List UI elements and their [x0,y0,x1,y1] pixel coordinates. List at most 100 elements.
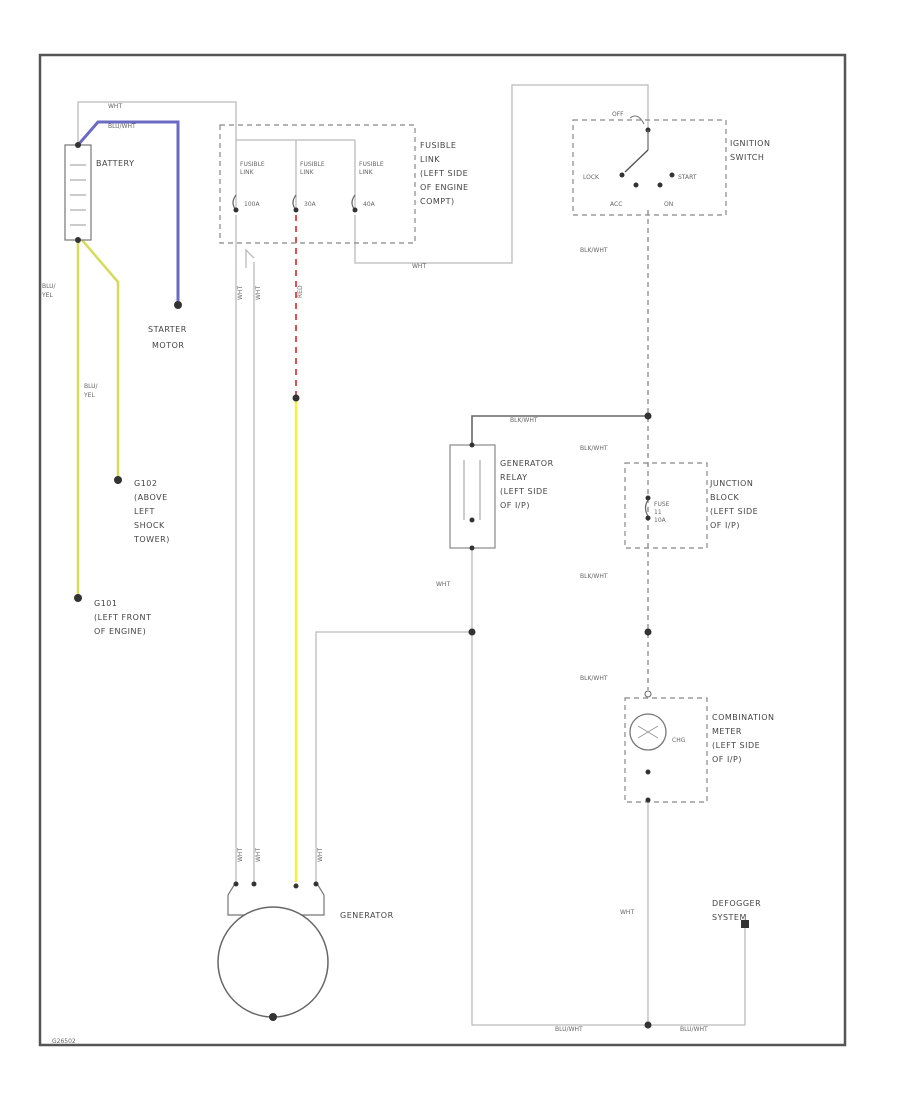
wire-label-blk-wht-3: BLK/WHT [580,445,608,452]
ground-g102-node [114,476,122,484]
wire-battery-to-starter [76,120,180,305]
generator-label: GENERATOR [340,911,394,920]
wire-label-blu-yel-1b: YEL [41,292,53,299]
fusible-link-label-1: FUSIBLE [420,141,456,150]
wire-label-blu-yel-2b: YEL [83,392,95,399]
splice-node-junction [644,628,652,636]
fusible-link-box [219,124,416,244]
fusible-link-label-5: COMPT) [420,197,455,206]
generator [217,881,329,1021]
svg-text:100A: 100A [244,201,260,208]
defogger-label-1: DEFOGGER [712,899,761,908]
defogger-label-2: SYSTEM [712,913,747,922]
combination-meter-label-3: (LEFT SIDE [712,741,760,750]
g101-label-1: G101 [94,599,117,608]
wire-label-wht-bottom: WHT [620,909,634,916]
splice-node-bottom [644,1021,652,1029]
wire-label-wht-top: WHT [108,103,122,110]
junction-block-label-3: (LEFT SIDE [710,507,758,516]
fusible-link-label-2: LINK [420,155,440,164]
diagram-frame [38,53,847,1047]
g102-label-1: G102 [134,479,157,488]
g102-label-3: LEFT [134,507,155,516]
battery-label: BATTERY [96,159,134,168]
junction-block-label-2: BLOCK [710,493,740,502]
wire-label-wht-relay: WHT [436,581,450,588]
junction-block-label-4: OF I/P) [710,521,740,530]
starter-motor-terminal [174,301,182,309]
ign-label-off: OFF [612,111,624,118]
fusible-link-100a: FUSIBLE LINK 100A [232,161,265,213]
junction-block-box [624,462,708,549]
wire-battery-to-fl [77,101,237,145]
wire-label-blk-wht-2: BLK/WHT [510,417,538,424]
splice-node-relay [468,628,476,636]
svg-text:FUSIBLE: FUSIBLE [240,161,265,168]
svg-text:LINK: LINK [300,169,315,176]
svg-text:LINK: LINK [240,169,255,176]
fusible-link-label-4: OF ENGINE [420,183,469,192]
chg-warning-lamp [629,690,667,803]
wire-fl-to-ignition [354,84,649,264]
ign-label-acc: ACC [610,201,622,208]
wire-label-blu-wht-1: BLU/WHT [555,1026,583,1033]
junction-block-label-1: JUNCTION [709,479,753,488]
g101-label-3: OF ENGINE) [94,627,146,636]
wire-meter-to-bottom [647,800,746,1026]
splice-node-yellow [292,394,300,402]
g102-label-2: (ABOVE [134,493,168,502]
g102-label-4: SHOCK [134,521,165,530]
svg-text:FUSE: FUSE [654,501,670,508]
svg-text:LINK: LINK [359,169,374,176]
ign-label-on: ON [664,201,673,208]
wire-label-blk-wht-5: BLK/WHT [580,675,608,682]
ignition-switch-label-1: IGNITION [730,139,770,148]
svg-text:30A: 30A [304,201,317,208]
wire-label-red: RED [297,285,304,298]
chg-label: CHG [672,737,686,744]
wire-label-blu-wht-2: BLU/WHT [680,1026,708,1033]
combination-meter-label-1: COMBINATION [712,713,775,722]
wire-label-wht-fl: WHT [412,263,426,270]
svg-text:FUSIBLE: FUSIBLE [300,161,325,168]
wire-relay-to-generator [315,631,472,885]
svg-text:40A: 40A [363,201,376,208]
wire-label-blu-yel-2a: BLU/ [84,383,99,390]
fuse-11: FUSE 11 10A [644,495,670,524]
wire-label-wht-v2: WHT [255,286,262,300]
combination-meter-label-2: METER [712,727,742,736]
generator-relay-contacts [463,442,481,551]
generator-relay-box [449,444,496,549]
wire-relay-to-bottom [471,548,648,1026]
ignition-switch-box [572,119,727,216]
starter-motor-label-2: MOTOR [152,341,184,350]
diagram-id: G26502 [52,1038,76,1045]
wire-label-blu-yel-1a: BLU/ [42,283,57,290]
wire-label-gen-1: WHT [237,848,244,862]
starter-motor-label-1: STARTER [148,325,187,334]
svg-text:11: 11 [654,509,662,516]
battery [64,142,92,243]
ign-label-lock: LOCK [583,174,600,181]
ignition-switch-contacts [619,115,675,188]
ign-label-start: START [678,174,697,181]
defogger-connector [741,920,749,928]
splice-node-ign [644,412,652,420]
wire-label-wht-v1: WHT [237,286,244,300]
g101-label-2: (LEFT FRONT [94,613,151,622]
wire-label-gen-2: WHT [255,848,262,862]
wire-to-generator-relay [471,415,648,445]
wire-label-blu-wht: BLU/WHT [108,123,136,130]
fusible-link-label-3: (LEFT SIDE [420,169,468,178]
generator-relay-label-2: RELAY [500,473,528,482]
combination-meter-box [624,697,708,803]
generator-relay-label-3: (LEFT SIDE [500,487,548,496]
g102-label-5: TOWER) [133,535,170,544]
fusible-link-30a: FUSIBLE LINK 30A [292,161,325,213]
wire-label-gen-3: WHT [317,848,324,862]
generator-relay-label-1: GENERATOR [500,459,554,468]
combination-meter-label-4: OF I/P) [712,755,742,764]
ignition-switch-label-2: SWITCH [730,153,764,162]
wire-ground-g102 [81,239,120,480]
